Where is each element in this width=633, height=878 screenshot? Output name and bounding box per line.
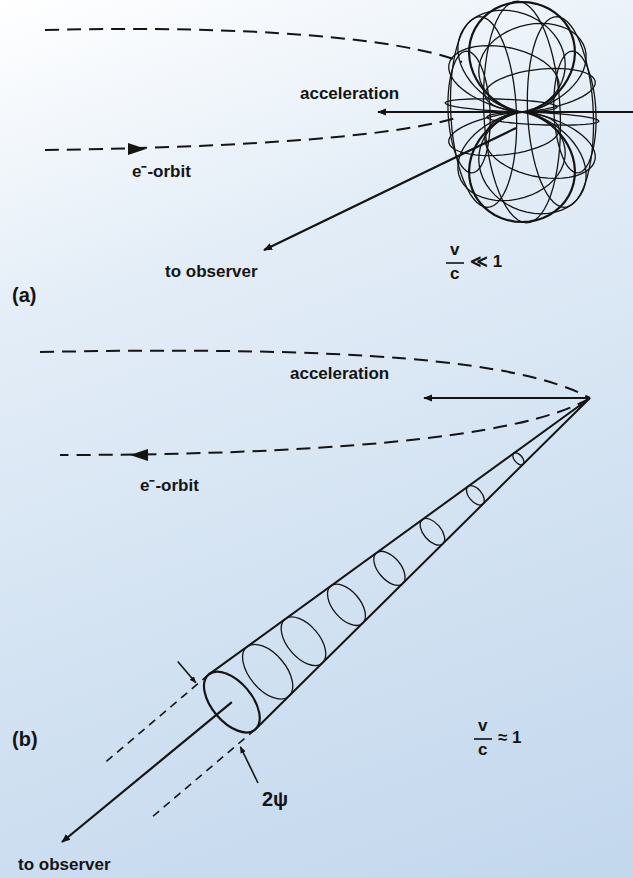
cone-ring: [320, 577, 372, 632]
vector-label: acceleration: [290, 364, 389, 384]
lobe-meridian: [449, 46, 559, 112]
ratio-condition: ≪ 1: [470, 252, 502, 272]
electron-orbit: [40, 351, 590, 398]
fraction-bar: [446, 262, 464, 264]
acceleration-arrow: [424, 397, 590, 399]
ratio-condition: ≈ 1: [498, 728, 522, 748]
lobe-meridian: [479, 112, 586, 214]
cone-ring: [233, 635, 302, 708]
orbit-label: e⁻-orbit: [140, 476, 199, 496]
orbit-direction-arrow: [130, 449, 148, 461]
observer-arrow: [264, 128, 516, 250]
cone-ring: [463, 482, 488, 508]
angle-guide-line: [148, 730, 255, 821]
cone-ring: [511, 451, 526, 467]
vector-label: acceleration: [300, 84, 399, 104]
dimension-arrow: [240, 747, 258, 783]
radiation-cone: [193, 398, 590, 742]
cone-ring: [368, 546, 411, 591]
orbit-label: e⁻-orbit: [132, 162, 191, 182]
electron-orbit: [60, 398, 590, 455]
electron-orbit: [45, 29, 462, 62]
lobe-meridian: [485, 112, 595, 178]
fraction-denominator: c: [450, 264, 459, 284]
lobe-meridian: [458, 10, 565, 112]
panel-label: (a): [12, 284, 36, 307]
cone-ring: [415, 514, 449, 550]
acceleration-arrow: [378, 111, 522, 113]
direction-label: to observer: [18, 855, 111, 875]
direction-label: to observer: [165, 262, 258, 282]
panel-label: (b): [12, 728, 38, 751]
orbit-direction-arrow: [128, 143, 146, 155]
fraction-numerator: v: [478, 716, 487, 736]
angle-guide-line: [102, 675, 209, 766]
angle-label: 2ψ: [262, 788, 288, 811]
cone-outline: [209, 398, 590, 730]
axis-line: [522, 111, 633, 113]
fraction-denominator: c: [478, 740, 487, 760]
observer-arrow: [62, 702, 232, 842]
dimension-arrow: [178, 662, 196, 683]
fraction-bar: [474, 738, 492, 740]
electron-orbit: [45, 118, 456, 150]
fraction-numerator: v: [450, 240, 459, 260]
cone-ring: [273, 609, 335, 674]
lobe-meridian: [458, 112, 565, 201]
